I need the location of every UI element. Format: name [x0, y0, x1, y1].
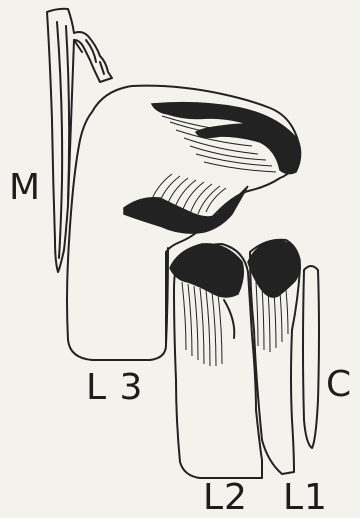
part-c-outline	[303, 266, 319, 448]
label-l3: L 3	[86, 370, 143, 406]
dark-regions	[124, 103, 301, 297]
label-l2: L2	[203, 480, 248, 516]
label-m: M	[9, 170, 41, 206]
label-l1: L1	[283, 480, 328, 516]
label-c: C	[326, 367, 352, 403]
